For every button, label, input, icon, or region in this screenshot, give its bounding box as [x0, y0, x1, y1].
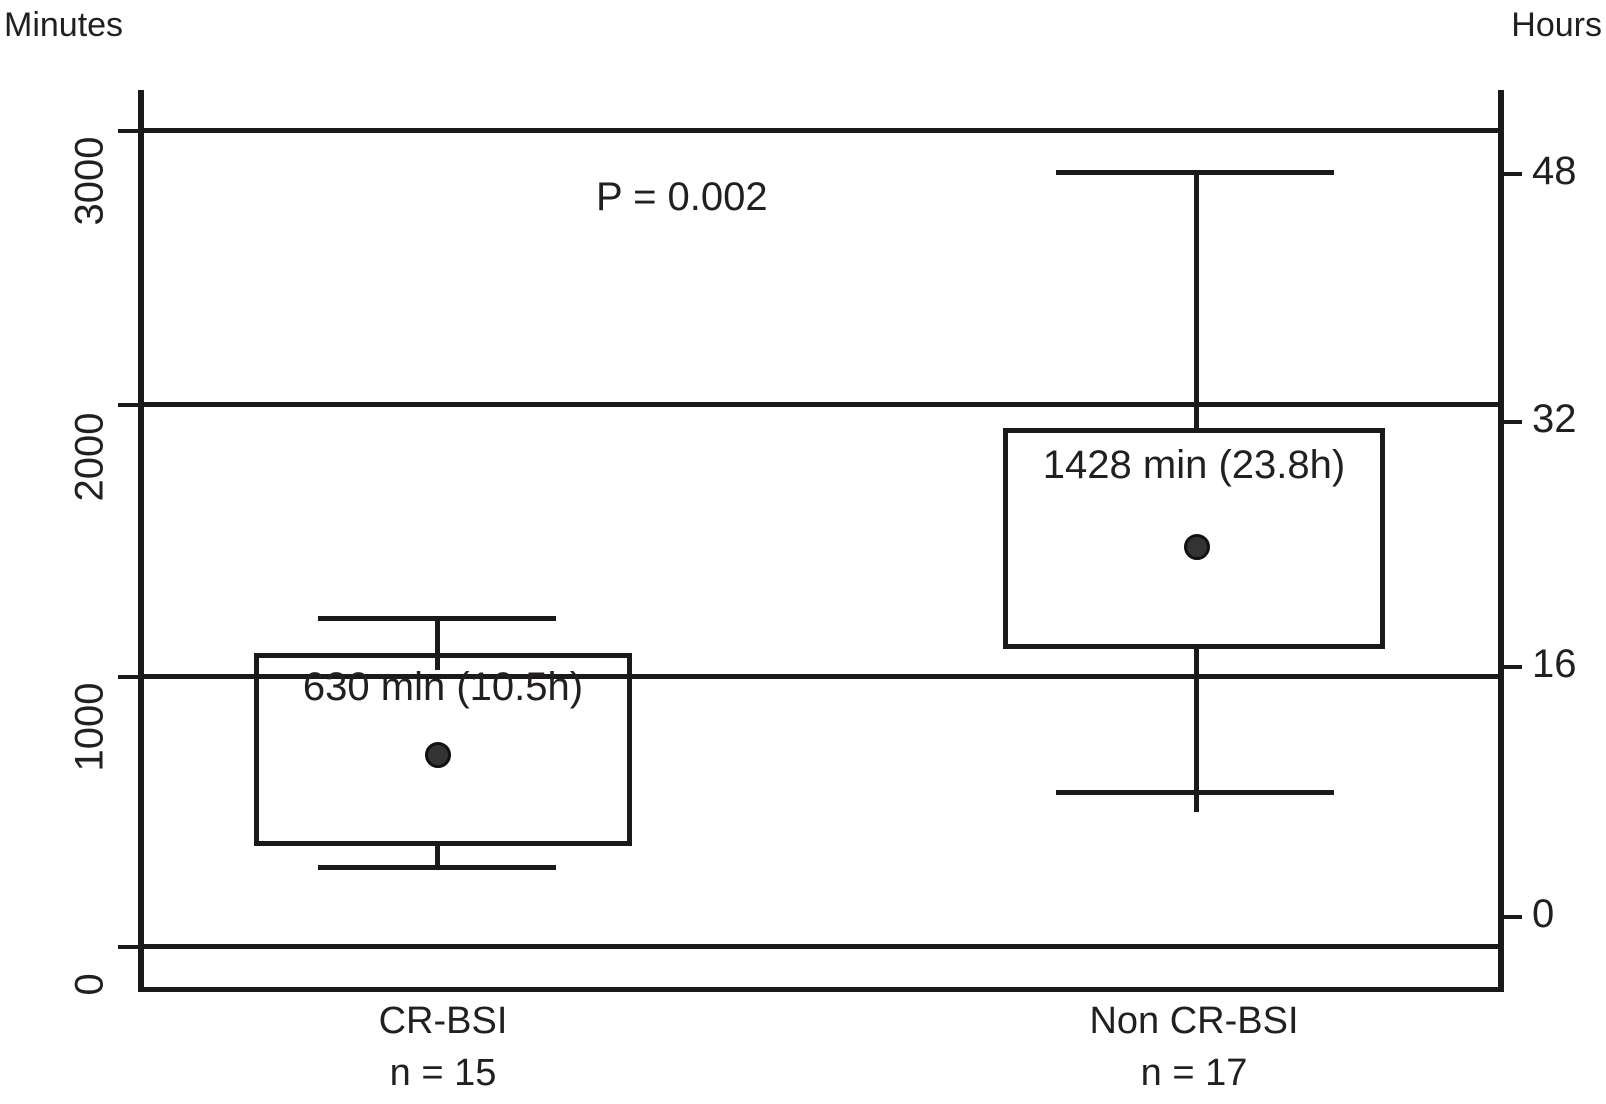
whisker-upper-line-non-cr-bsi [1194, 172, 1199, 432]
tick-mark-left-3000 [118, 129, 140, 133]
box-value-label-cr-bsi: 630 min (10.5h) [302, 665, 584, 709]
gridline-1000 [141, 674, 1503, 679]
tick-mark-right-0 [1500, 915, 1522, 919]
left-axis-spine [138, 90, 144, 992]
whisker-upper-cap-cr-bsi [318, 616, 556, 621]
median-marker-cr-bsi [425, 742, 451, 768]
whisker-lower-line-cr-bsi [435, 843, 440, 867]
gridline-3000 [141, 128, 1503, 133]
tick-mark-right-48 [1500, 172, 1522, 176]
whisker-upper-line-cr-bsi [435, 618, 440, 670]
tick-label-left-3000: 3000 [67, 136, 112, 226]
box-cr-bsi [254, 653, 632, 846]
category-n-cr-bsi: n = 15 [389, 1052, 497, 1094]
whisker-upper-cap-non-cr-bsi [1056, 170, 1334, 175]
tick-label-right-32: 32 [1532, 397, 1577, 441]
tick-label-right-0: 0 [1532, 892, 1555, 936]
right-axis-spine [1498, 90, 1504, 992]
p-value-annotation: P = 0.002 [596, 175, 768, 219]
tick-mark-left-2000 [118, 403, 140, 407]
tick-label-left-0: 0 [67, 973, 112, 996]
box-non-cr-bsi [1003, 428, 1385, 649]
tick-label-right-48: 48 [1532, 149, 1577, 193]
gridline-0 [141, 944, 1503, 949]
whisker-lower-cap-non-cr-bsi [1056, 790, 1334, 795]
tick-label-right-16: 16 [1532, 642, 1577, 686]
tick-mark-left-0 [118, 945, 140, 949]
whisker-lower-cap-cr-bsi [318, 865, 556, 870]
tick-mark-right-16 [1500, 665, 1522, 669]
tick-mark-right-32 [1500, 420, 1522, 424]
category-n-non-cr-bsi: n = 17 [1140, 1052, 1248, 1094]
tick-mark-left-1000 [118, 675, 140, 679]
plot-bottom-frame [138, 987, 1504, 992]
median-marker-non-cr-bsi [1184, 534, 1210, 560]
category-label-non-cr-bsi: Non CR-BSI [1089, 1000, 1299, 1042]
tick-label-left-2000: 2000 [67, 412, 112, 502]
gridline-2000 [141, 402, 1503, 407]
left-axis-unit-label: Minutes [4, 6, 124, 44]
right-axis-unit-label: Hours [1511, 6, 1602, 44]
whisker-lower-line-non-cr-bsi [1194, 644, 1199, 812]
category-label-cr-bsi: CR-BSI [378, 1000, 508, 1042]
box-value-label-non-cr-bsi: 1428 min (23.8h) [1042, 443, 1346, 487]
tick-label-left-1000: 1000 [67, 682, 112, 772]
